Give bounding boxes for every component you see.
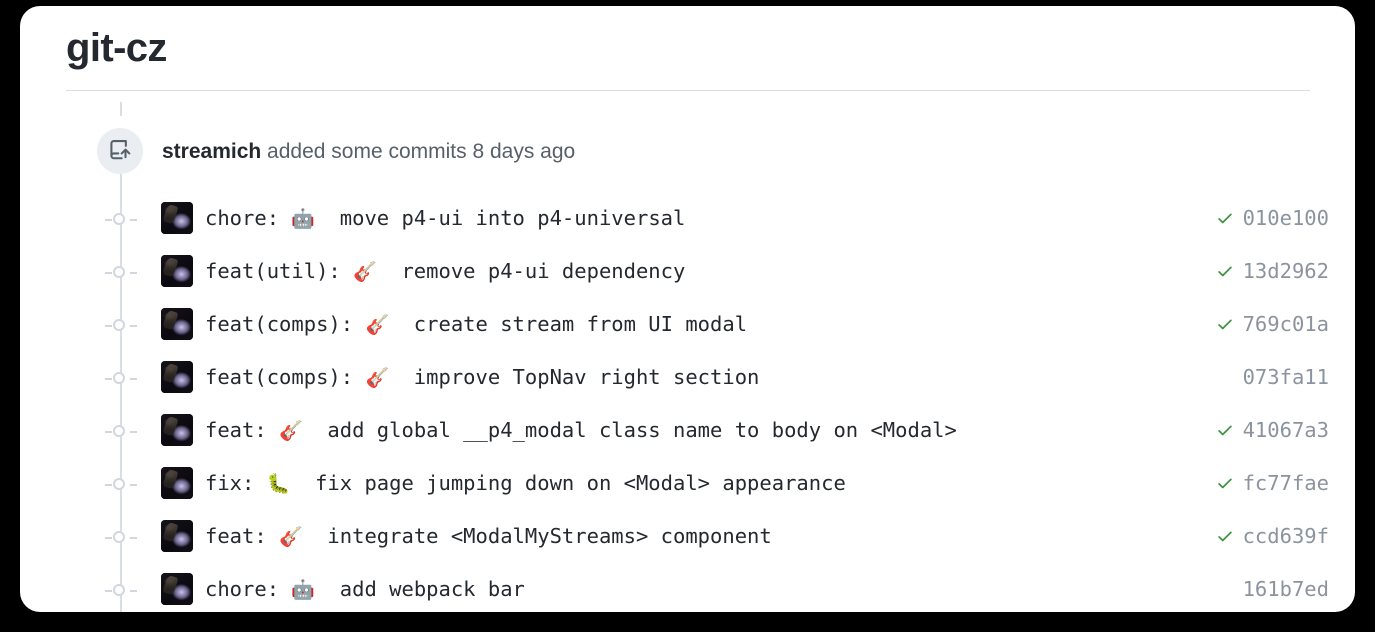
avatar xyxy=(161,520,193,552)
repo-push-icon xyxy=(97,128,143,174)
commit-message[interactable]: feat(comps): 🎸 improve TopNav right sect… xyxy=(205,362,759,393)
check-icon xyxy=(1216,262,1234,280)
avatar xyxy=(161,255,193,287)
commit-message[interactable]: feat: 🎸 add global __p4_modal class name… xyxy=(205,415,957,446)
commit-type-prefix: feat(comps): xyxy=(205,312,366,336)
timeline-node-icon xyxy=(105,582,137,600)
avatar xyxy=(161,308,193,340)
check-icon xyxy=(1216,315,1234,333)
commit-status: 13d2962 xyxy=(1216,256,1329,286)
check-icon xyxy=(1216,474,1234,492)
check-icon xyxy=(1216,421,1234,439)
page-title: git-cz xyxy=(66,26,167,70)
commit-status: 161b7ed xyxy=(1216,574,1329,604)
timeline-header: streamich added some commits 8 days ago xyxy=(162,140,575,164)
avatar xyxy=(161,202,193,234)
commit-row[interactable]: chore: 🤖 add webpack bar 161b7ed xyxy=(20,565,1355,612)
commit-type-prefix: feat: xyxy=(205,418,280,442)
avatar xyxy=(161,467,193,499)
commit-status: ccd639f xyxy=(1216,521,1329,551)
commit-sha[interactable]: fc77fae xyxy=(1242,471,1329,495)
commit-sha[interactable]: 769c01a xyxy=(1242,312,1329,336)
commit-row[interactable]: feat: 🎸 integrate <ModalMyStreams> compo… xyxy=(20,512,1355,565)
timeline-node-icon xyxy=(105,317,137,335)
commit-summary: fix page jumping down on <Modal> appeara… xyxy=(290,471,846,495)
check-icon xyxy=(1216,527,1234,545)
commit-summary: move p4-ui into p4-universal xyxy=(315,206,686,230)
commit-sha[interactable]: 13d2962 xyxy=(1242,259,1329,283)
commit-type-prefix: feat: xyxy=(205,524,280,548)
commit-status: 41067a3 xyxy=(1216,415,1329,445)
commit-emoji: 🎸 xyxy=(365,314,390,336)
commit-summary: remove p4-ui dependency xyxy=(376,259,686,283)
commit-sha[interactable]: 41067a3 xyxy=(1242,418,1329,442)
commit-status: fc77fae xyxy=(1216,468,1329,498)
commit-message[interactable]: chore: 🤖 move p4-ui into p4-universal xyxy=(205,203,685,234)
commit-type-prefix: chore: xyxy=(205,206,292,230)
avatar xyxy=(161,414,193,446)
commit-row[interactable]: feat(comps): 🎸 create stream from UI mod… xyxy=(20,300,1355,353)
commit-type-prefix: chore: xyxy=(205,577,292,601)
commit-row[interactable]: chore: 🤖 move p4-ui into p4-universal 01… xyxy=(20,194,1355,247)
commit-emoji: 🎸 xyxy=(279,420,303,442)
timeline-node-icon xyxy=(105,211,137,229)
commit-status: 010e100 xyxy=(1216,203,1329,233)
timeline-node-icon xyxy=(105,476,137,494)
commit-type-prefix: feat(util): xyxy=(205,259,354,283)
avatar xyxy=(161,573,193,605)
timeline-node-icon xyxy=(105,370,137,388)
commit-status: 073fa11 xyxy=(1216,362,1329,392)
commit-summary: integrate <ModalMyStreams> component xyxy=(302,524,772,548)
commit-summary: improve TopNav right section xyxy=(389,365,760,389)
commit-list: chore: 🤖 move p4-ui into p4-universal 01… xyxy=(20,194,1355,612)
commit-row[interactable]: fix: 🐛 fix page jumping down on <Modal> … xyxy=(20,459,1355,512)
commit-emoji: 🎸 xyxy=(365,367,390,389)
commit-emoji: 🐛 xyxy=(266,473,291,495)
commit-sha[interactable]: 010e100 xyxy=(1242,206,1329,230)
commit-row[interactable]: feat(util): 🎸 remove p4-ui dependency 13… xyxy=(20,247,1355,300)
commit-type-prefix: fix: xyxy=(205,471,267,495)
commit-message[interactable]: chore: 🤖 add webpack bar xyxy=(205,574,525,605)
commit-sha[interactable]: 073fa11 xyxy=(1242,365,1329,389)
commit-message[interactable]: fix: 🐛 fix page jumping down on <Modal> … xyxy=(205,468,846,499)
commit-status: 769c01a xyxy=(1216,309,1329,339)
commit-summary: add webpack bar xyxy=(315,577,525,601)
commit-emoji: 🤖 xyxy=(291,208,316,230)
commit-summary: create stream from UI modal xyxy=(389,312,748,336)
commit-message[interactable]: feat(util): 🎸 remove p4-ui dependency xyxy=(205,256,685,287)
commit-author-name[interactable]: streamich xyxy=(162,140,262,163)
commit-summary: add global __p4_modal class name to body… xyxy=(302,418,957,442)
commit-message[interactable]: feat(comps): 🎸 create stream from UI mod… xyxy=(205,309,747,340)
timeline-header-text: added some commits 8 days ago xyxy=(261,140,576,163)
commit-emoji: 🎸 xyxy=(279,526,303,548)
timeline-rail xyxy=(120,102,122,612)
title-divider xyxy=(66,90,1310,91)
commit-emoji: 🤖 xyxy=(291,579,316,601)
content-card: git-cz streamich added some commits 8 da… xyxy=(20,6,1355,612)
commit-sha[interactable]: ccd639f xyxy=(1242,524,1329,548)
commit-message[interactable]: feat: 🎸 integrate <ModalMyStreams> compo… xyxy=(205,521,772,552)
commit-row[interactable]: feat: 🎸 add global __p4_modal class name… xyxy=(20,406,1355,459)
commit-row[interactable]: feat(comps): 🎸 improve TopNav right sect… xyxy=(20,353,1355,406)
timeline-node-icon xyxy=(105,529,137,547)
timeline-node-icon xyxy=(105,264,137,282)
commit-type-prefix: feat(comps): xyxy=(205,365,366,389)
commit-emoji: 🎸 xyxy=(353,261,377,283)
timeline-node-icon xyxy=(105,423,137,441)
commit-sha[interactable]: 161b7ed xyxy=(1242,577,1329,601)
commit-timeline: streamich added some commits 8 days ago … xyxy=(20,102,1355,612)
avatar xyxy=(161,361,193,393)
check-icon xyxy=(1216,209,1234,227)
